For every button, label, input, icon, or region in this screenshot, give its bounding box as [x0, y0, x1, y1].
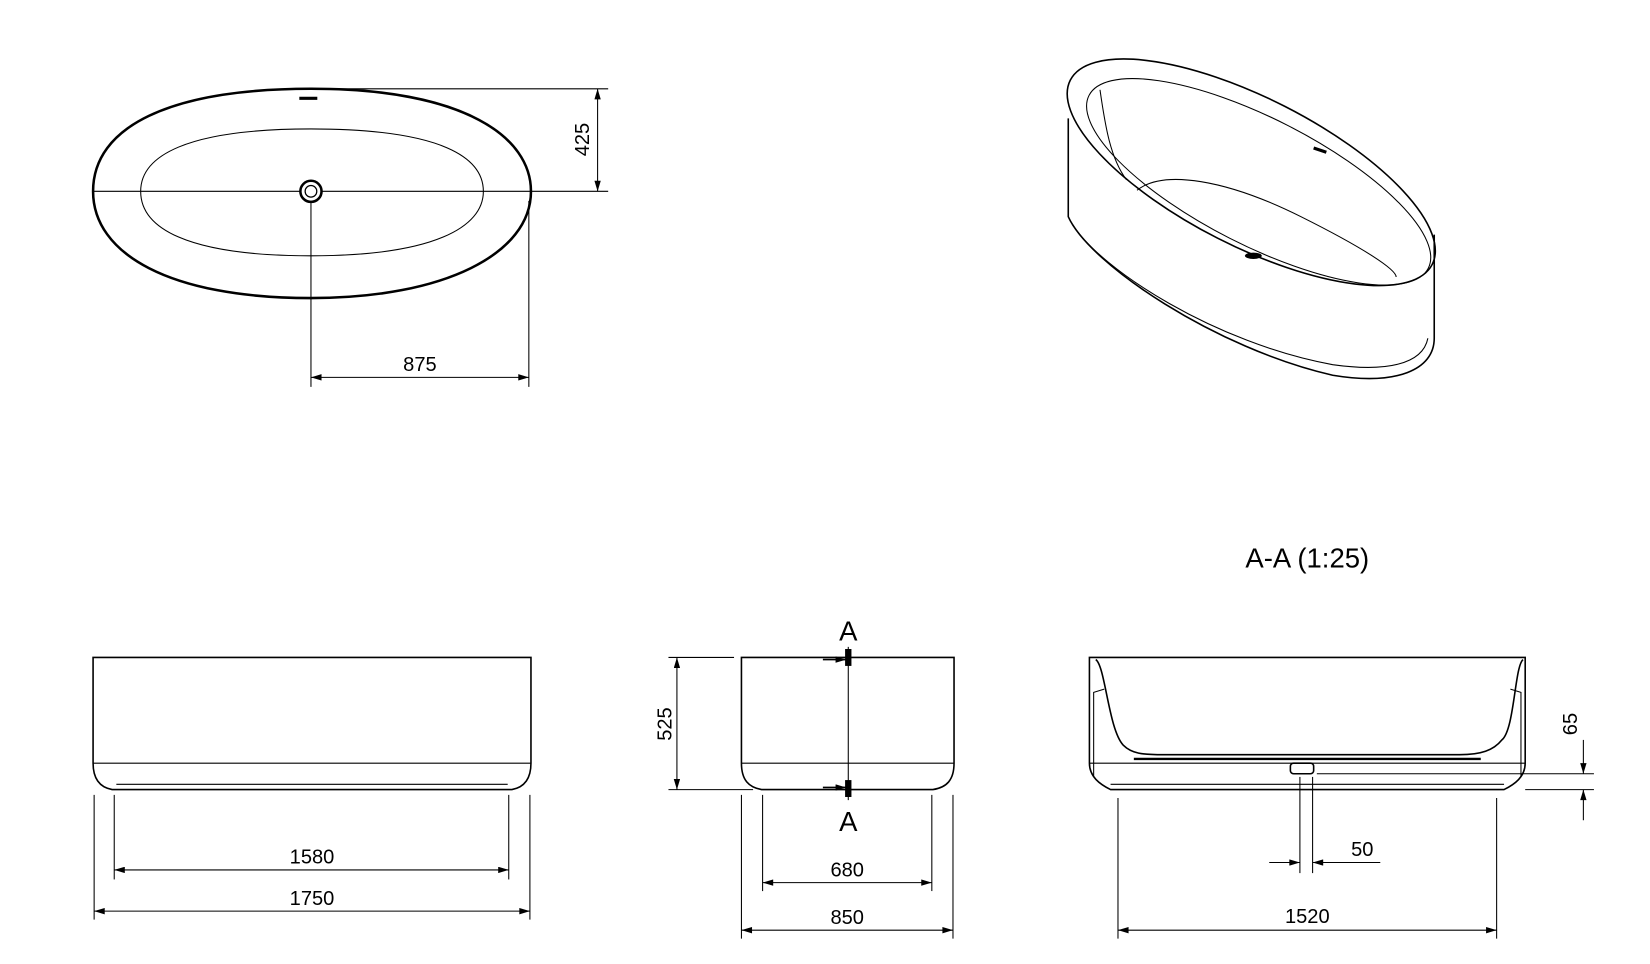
section-drain-icon [1289, 762, 1315, 775]
iso-inner-wall [1099, 89, 1127, 181]
drain-icon [299, 179, 323, 204]
section-mark-top [845, 649, 852, 666]
dimension-525-label: 525 [655, 707, 677, 740]
section-inner-wall-right [1510, 688, 1522, 777]
dimension-50-label: 50 [1351, 839, 1373, 861]
dimension-65-label: 65 [1560, 713, 1582, 735]
side-view: A A 525 680 850 [655, 616, 955, 939]
dimension-875-label: 875 [403, 354, 437, 376]
section-view: A-A (1:25) 50 1520 65 [1088, 543, 1594, 939]
dimension-1520-label: 1520 [1285, 906, 1330, 928]
iso-overflow-slot [1313, 146, 1327, 154]
dimension-850-label: 850 [830, 907, 864, 929]
section-mark-bottom [845, 780, 852, 797]
front-outline [92, 656, 532, 791]
iso-drain [1244, 252, 1262, 259]
section-outline [1088, 656, 1526, 791]
iso-inner-floor [1136, 178, 1397, 278]
dimension-1750-label: 1750 [290, 888, 335, 910]
isometric-view [1066, 58, 1437, 380]
iso-rim-inner [1086, 78, 1432, 286]
side-outline [740, 656, 955, 791]
dimension-680-label: 680 [830, 859, 864, 881]
section-title: A-A (1:25) [1245, 543, 1369, 574]
front-view: 1580 1750 [92, 656, 532, 920]
section-bowl [1095, 658, 1524, 756]
dimension-1580-label: 1580 [290, 847, 335, 869]
section-label-bottom: A [839, 806, 858, 837]
dimension-425-label: 425 [572, 123, 594, 156]
drain-inner-icon [304, 184, 318, 198]
section-label-top: A [839, 616, 858, 647]
top-view: 425 875 [91, 87, 609, 387]
section-inner-wall-left [1093, 688, 1105, 777]
iso-base-line [1072, 223, 1429, 368]
iso-rim-outer [1066, 58, 1437, 287]
